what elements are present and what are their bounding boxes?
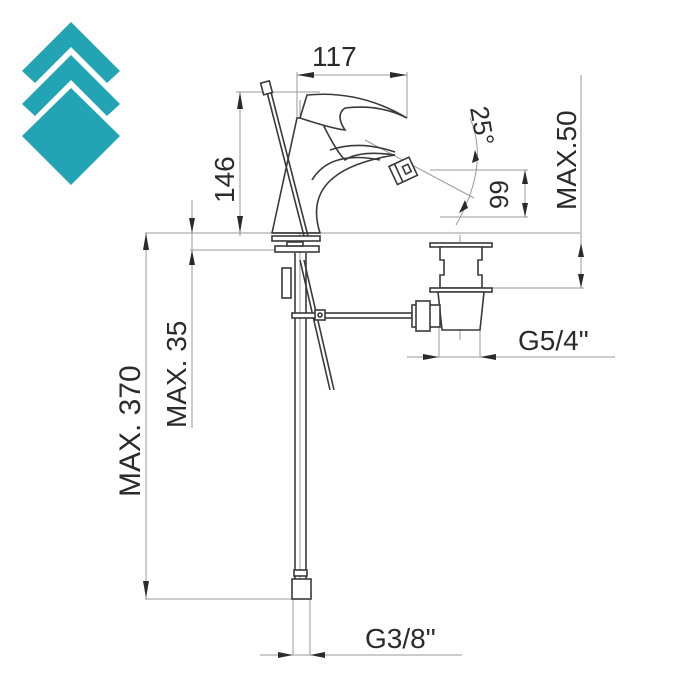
dim-max-hose-length: MAX. 370: [114, 365, 147, 497]
dimension-lines: [143, 72, 615, 658]
dim-spout-reach: 117: [312, 41, 357, 72]
dim-supply-thread: G3/8": [365, 623, 436, 654]
supply-hose-and-linkage: [281, 253, 413, 600]
pop-up-waste: [411, 242, 493, 332]
dim-angle: 25°: [464, 104, 500, 148]
dim-max-deck-thickness: MAX. 35: [161, 321, 192, 428]
dim-height: 146: [209, 156, 240, 203]
mixer-tap-body: [259, 79, 419, 253]
dim-max-waste-height: MAX.50: [551, 110, 582, 210]
dim-outlet-height: 66: [484, 180, 514, 209]
dim-waste-thread: G5/4": [518, 325, 589, 356]
brand-chevron-logo-icon: [22, 22, 120, 185]
